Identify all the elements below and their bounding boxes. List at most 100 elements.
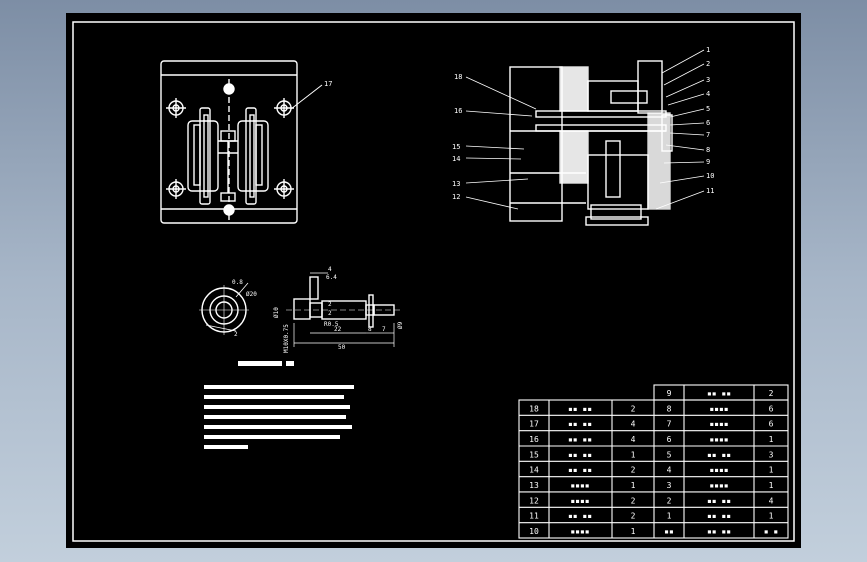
- bom-row-name: ▪▪▪▪: [709, 435, 728, 444]
- bom-row-name: ▪▪▪▪: [570, 481, 589, 490]
- bom-row-no: 10: [529, 527, 539, 536]
- dim-2-side-b: 2: [328, 310, 332, 317]
- bom-row-name: ▪▪ ▪▪: [707, 450, 731, 459]
- bom-row-no: 1: [667, 512, 672, 521]
- bom-row-name: ▪▪ ▪▪: [568, 466, 592, 475]
- dim-phi10: Ø10: [273, 307, 280, 318]
- callout-11: 11: [706, 187, 714, 195]
- bom-row-qty: 2: [769, 389, 774, 398]
- bom-row-no: 9: [667, 389, 672, 398]
- bom-row-no: 13: [529, 481, 539, 490]
- bom-row-qty: 1: [769, 512, 774, 521]
- part-side-view: [286, 272, 402, 347]
- callout-9: 9: [706, 158, 710, 166]
- bom-row-name: ▪▪ ▪▪: [568, 420, 592, 429]
- bom-row-no: 2: [667, 496, 672, 505]
- drawing-canvas: 17 18 16 15 14 13 12: [72, 21, 795, 542]
- dim-22: 22: [334, 326, 342, 333]
- bom-row-name: ▪▪▪▪: [709, 466, 728, 475]
- dim-phi20: Ø20: [246, 291, 257, 298]
- callout-3: 3: [706, 76, 710, 84]
- callout-18: 18: [454, 73, 462, 81]
- part-end-view: [199, 282, 249, 335]
- bom-row-qty: 1: [631, 481, 636, 490]
- section-view: [509, 60, 673, 226]
- section-callouts-right: [655, 49, 705, 210]
- dim-2-side: 2: [328, 301, 332, 308]
- dim-50: 50: [338, 344, 346, 351]
- bom-row-no: 7: [667, 420, 672, 429]
- bom-row-qty: 1: [631, 450, 636, 459]
- bom-row-name: ▪▪ ▪▪: [707, 512, 731, 521]
- technical-notes: [204, 385, 354, 449]
- bom-row-no: 18: [529, 404, 539, 413]
- bom-row-no: 4: [667, 466, 672, 475]
- callout-10: 10: [706, 172, 714, 180]
- bom-row-qty: 2: [631, 512, 636, 521]
- part-caption: [238, 361, 294, 366]
- bom-row-qty: 4: [769, 496, 774, 505]
- plan-view: [160, 60, 298, 224]
- leader-17: [290, 84, 323, 110]
- dim-7: 7: [382, 326, 386, 333]
- bom-row-qty: 1: [769, 481, 774, 490]
- callout-15: 15: [452, 143, 460, 151]
- bom-row-name: ▪▪ ▪▪: [568, 512, 592, 521]
- dim-8: 8: [368, 326, 372, 333]
- callout-2: 2: [706, 60, 710, 68]
- bom-row-qty: 2: [631, 404, 636, 413]
- bom-row-qty: 3: [769, 450, 774, 459]
- section-callouts-left: [465, 76, 537, 210]
- dim-phi9: Ø9: [397, 321, 404, 329]
- bom-row-qty: 2: [631, 466, 636, 475]
- bom-row-name: ▪▪ ▪▪: [568, 404, 592, 413]
- bom-row-qty: 4: [631, 420, 636, 429]
- dim-6-4: 6.4: [326, 274, 337, 281]
- callout-14: 14: [452, 155, 460, 163]
- bom-row-qty: 1: [769, 466, 774, 475]
- callout-12: 12: [452, 193, 460, 201]
- bom-row-qty: 2: [631, 496, 636, 505]
- callout-4: 4: [706, 90, 710, 98]
- drawing-sheet[interactable]: 17 18 16 15 14 13 12: [66, 13, 801, 548]
- callout-13: 13: [452, 180, 460, 188]
- bom-row-no: 17: [529, 420, 539, 429]
- bom-row-no: 16: [529, 435, 539, 444]
- bom-row-qty: ▪ ▪: [764, 527, 778, 536]
- bom-row-name: ▪▪ ▪▪: [568, 450, 592, 459]
- bom-row-no: 11: [529, 512, 539, 521]
- bom-row-name: ▪▪ ▪▪: [707, 527, 731, 536]
- dim-0-8: 0.8: [232, 279, 243, 286]
- bom-row-qty: 6: [769, 404, 774, 413]
- bom-row-qty: 4: [631, 435, 636, 444]
- dim-2-end: 2: [234, 331, 238, 338]
- bom-grid: [518, 384, 789, 539]
- drawing-frame: [72, 21, 795, 542]
- bom-row-name: ▪▪▪▪: [570, 496, 589, 505]
- bom-row-no: 14: [529, 466, 539, 475]
- dim-m10: M10X0.75: [283, 324, 290, 353]
- bom-row-name: ▪▪ ▪▪: [707, 496, 731, 505]
- dim-r05: R0.5: [324, 321, 339, 328]
- callout-7: 7: [706, 131, 710, 139]
- bom-row-name: ▪▪▪▪: [709, 481, 728, 490]
- bom-row-no: 15: [529, 450, 539, 459]
- bom-row-qty: 1: [769, 435, 774, 444]
- callout-16: 16: [454, 107, 462, 115]
- bom-row-no: 5: [667, 450, 672, 459]
- bom-row-name: ▪▪▪▪: [570, 527, 589, 536]
- callout-6: 6: [706, 119, 710, 127]
- dim-4: 4: [328, 266, 332, 273]
- bom-row-name: ▪▪▪▪: [709, 420, 728, 429]
- bom-row-qty: 1: [631, 527, 636, 536]
- callout-5: 5: [706, 105, 710, 113]
- callout-1: 1: [706, 46, 710, 54]
- bom-row-no: 8: [667, 404, 672, 413]
- bom-row-no: 6: [667, 435, 672, 444]
- bom-row-no: 3: [667, 481, 672, 490]
- callout-8: 8: [706, 146, 710, 154]
- callout-17: 17: [324, 80, 332, 88]
- bom-row-qty: 6: [769, 420, 774, 429]
- bom-row-name: ▪▪ ▪▪: [568, 435, 592, 444]
